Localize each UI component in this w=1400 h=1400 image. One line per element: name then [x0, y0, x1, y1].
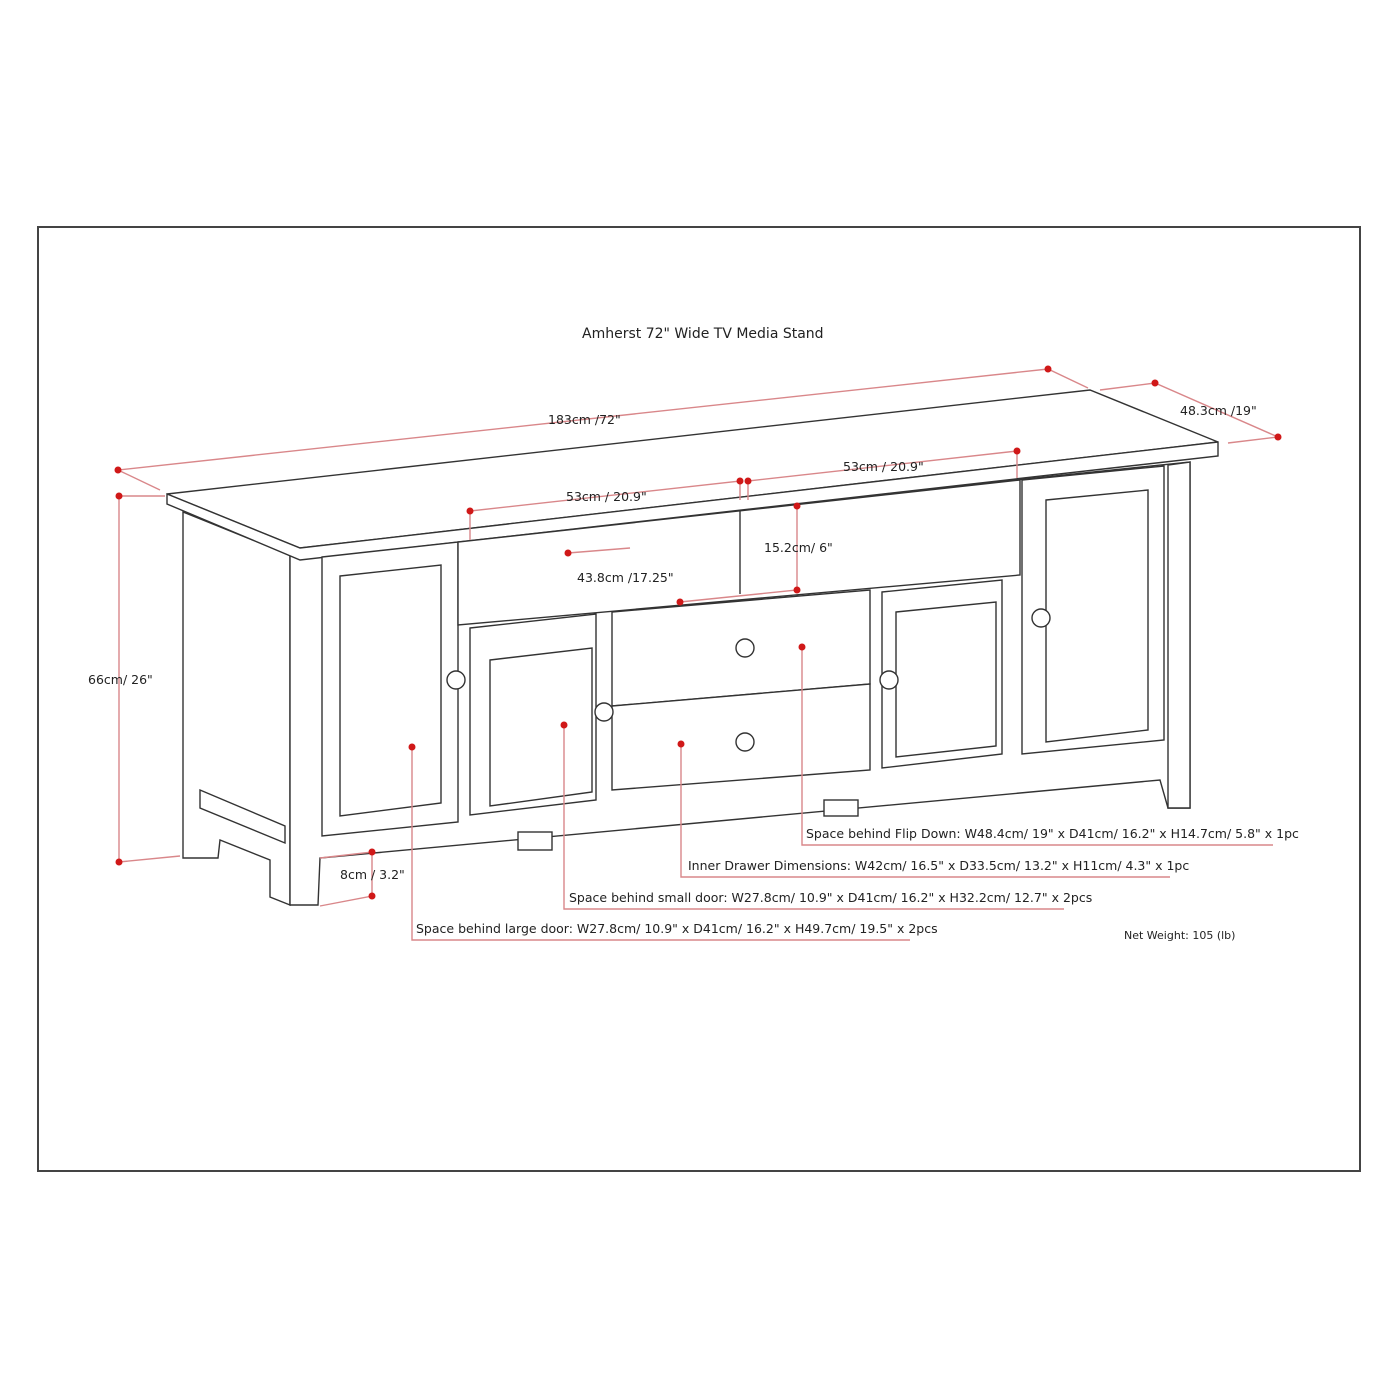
inner-drawer-callout: Inner Drawer Dimensions: W42cm/ 16.5" x …	[688, 858, 1190, 873]
shelf-height-label: 15.2cm/ 6"	[764, 540, 833, 555]
left-side-panel	[182, 510, 291, 907]
width-line	[115, 368, 1089, 491]
drawing-frame	[37, 226, 1361, 1172]
dimension-lines	[114, 365, 1282, 941]
knob-small-left	[594, 702, 614, 722]
shelf-right-line	[747, 450, 1018, 500]
center-foot-left	[517, 831, 553, 851]
depth-label: 48.3cm /19"	[1180, 403, 1257, 418]
shelf-left-width-label: 53cm / 20.9"	[566, 489, 647, 504]
knob-drawer-upper	[735, 638, 755, 658]
depth-line	[1099, 382, 1281, 444]
leg-line	[319, 851, 373, 907]
small-door-left-panel	[489, 647, 593, 807]
knob-drawer-lower	[735, 732, 755, 752]
shelf-depth-label: 43.8cm /17.25"	[577, 570, 674, 585]
knob-large-left	[446, 670, 466, 690]
knob-small-right	[879, 670, 899, 690]
left-side-rail	[199, 788, 286, 845]
small-door-leader	[563, 725, 1064, 910]
net-weight: Net Weight: 105 (lb)	[1124, 929, 1236, 942]
diagram-title: Amherst 72" Wide TV Media Stand	[582, 326, 824, 342]
small-door-right-panel	[895, 601, 997, 758]
top-front-edge	[166, 441, 1219, 561]
shelf-depth-line	[567, 547, 631, 554]
flip-down-leader	[801, 647, 1273, 846]
right-side-panel	[1167, 461, 1191, 809]
shelf-left-line	[469, 480, 741, 540]
flip-down-callout: Space behind Flip Down: W48.4cm/ 19" x D…	[806, 826, 1299, 841]
height-label: 66cm/ 26"	[88, 672, 153, 687]
height-line	[118, 495, 181, 863]
width-label: 183cm /72"	[548, 412, 621, 427]
knob-large-right	[1031, 608, 1051, 628]
shelf-right-width-label: 53cm / 20.9"	[843, 459, 924, 474]
dimension-dots	[114, 365, 1282, 900]
center-foot-right	[823, 799, 859, 817]
large-door-callout: Space behind large door: W27.8cm/ 10.9" …	[416, 921, 938, 936]
open-shelf	[457, 479, 1021, 626]
leg-clearance-label: 8cm / 3.2"	[340, 867, 405, 882]
large-door-right-panel	[1045, 489, 1149, 743]
small-door-callout: Space behind small door: W27.8cm/ 10.9" …	[569, 890, 1093, 905]
large-door-left-panel	[339, 564, 442, 817]
large-door-leader	[411, 747, 910, 941]
drawer-leader	[680, 744, 1170, 878]
